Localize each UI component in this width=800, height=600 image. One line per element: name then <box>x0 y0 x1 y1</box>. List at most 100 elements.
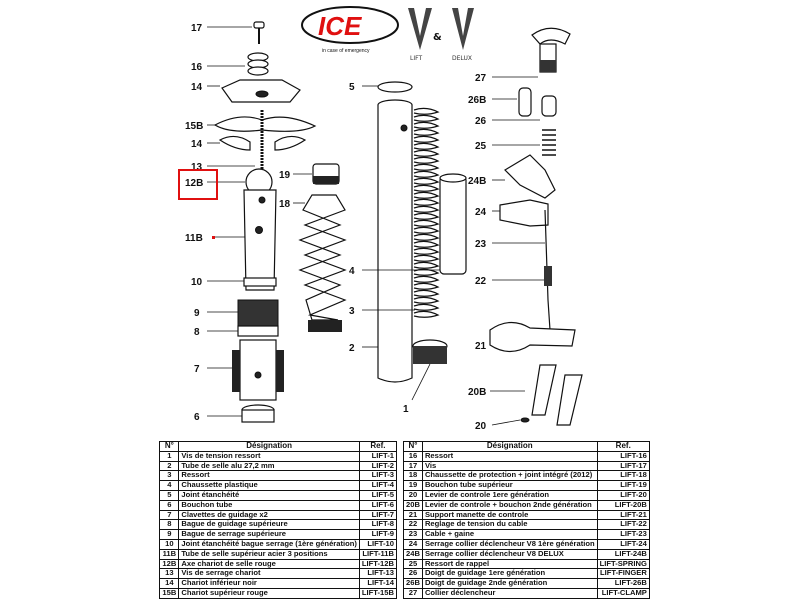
cell-ref: LIFT-2 <box>358 460 398 472</box>
cell-ref: LIFT-14 <box>358 578 398 589</box>
v8-lift-logo: LIFT <box>408 8 432 62</box>
spring-coil <box>413 226 440 234</box>
cell-no: 11B <box>159 548 180 560</box>
logo-tagline: in case of emergency <box>322 48 370 54</box>
cell-no: 7 <box>159 509 180 521</box>
callout-14: 14 <box>191 82 203 93</box>
cell-designation: Ressort <box>421 450 598 462</box>
spring-coil <box>413 310 440 318</box>
cell-ref: LIFT-19 <box>596 480 650 491</box>
cell-designation: Collier déclencheur <box>421 587 598 599</box>
cell-ref: LIFT-13 <box>358 568 398 580</box>
callout-25: 25 <box>475 141 487 152</box>
spring-coil <box>413 296 440 304</box>
cell-ref: LIFT-8 <box>358 519 398 531</box>
cell-designation: Axe chariot de selle rouge <box>178 558 360 570</box>
cell-no: 20B <box>403 499 423 511</box>
spring-coil <box>413 219 440 227</box>
cell-ref: LIFT-1 <box>358 450 398 462</box>
cell-no: 21 <box>403 509 423 521</box>
cell-no: 9 <box>159 529 180 540</box>
cell-designation: Chariot supérieur rouge <box>178 587 360 599</box>
cell-designation: Joint étanchéité bague serrage (1ère gén… <box>178 538 360 550</box>
cell-no: 2 <box>159 460 180 472</box>
spring-coil <box>413 135 440 143</box>
callout-21: 21 <box>475 341 487 352</box>
logo-delux: DELUX <box>452 55 472 62</box>
cell-ref: LIFT-24B <box>596 548 650 560</box>
cell-designation: Ressort de rappel <box>421 558 598 570</box>
cell-ref: LIFT-9 <box>358 529 398 540</box>
cell-ref: LIFT-3 <box>358 470 398 482</box>
cell-ref: LIFT-SPRING <box>596 558 650 570</box>
cell-designation: Ressort <box>178 470 360 482</box>
cell-no: 8 <box>159 519 180 531</box>
callout-4: 4 <box>349 266 355 277</box>
callout-26b: 26B <box>468 95 486 106</box>
callout-14-lower: 14 <box>191 139 203 150</box>
cell-designation: Support manette de controle <box>421 509 598 521</box>
cell-designation: Levier de controle + bouchon 2nde généra… <box>421 499 598 511</box>
callout-labels: 17 16 14 15B 14 13 12B 11B 10 9 8 7 6 19… <box>185 23 487 432</box>
cell-no: 20 <box>403 489 423 501</box>
callout-2: 2 <box>349 343 355 354</box>
cell-ref: LIFT-FINGER <box>596 568 650 580</box>
cell-designation: Clavettes de guidage x2 <box>178 509 360 521</box>
cell-ref: LIFT-20B <box>596 499 650 511</box>
v8-delux-logo: DELUX <box>452 8 474 62</box>
cell-ref: LIFT-23 <box>596 529 650 540</box>
cell-no: 12B <box>159 558 180 570</box>
cell-designation: Vis <box>421 460 598 472</box>
cell-designation: Vis de tension ressort <box>178 450 360 462</box>
callout-20: 20 <box>475 421 487 432</box>
callout-3: 3 <box>349 306 355 317</box>
cell-no: 26 <box>403 568 423 580</box>
cell-no: 25 <box>403 558 423 570</box>
callout-19: 19 <box>279 170 291 181</box>
spring-coil <box>413 233 440 241</box>
callout-16: 16 <box>191 62 203 73</box>
logo-brand: ICE <box>318 11 362 41</box>
cell-designation: Serrage collier déclencheur V8 DELUX <box>421 548 598 560</box>
cell-no: 5 <box>159 489 180 501</box>
cell-designation: Tube de selle supérieur acier 3 position… <box>178 548 360 560</box>
remote-lever-assembly <box>489 27 583 426</box>
callout-26: 26 <box>475 116 487 127</box>
spring-coil <box>413 205 440 213</box>
spring-coil <box>413 114 440 122</box>
callout-27: 27 <box>475 73 487 84</box>
spring-coil <box>413 275 440 283</box>
cell-designation: Reglage de tension du cable <box>421 519 598 531</box>
cell-no: 6 <box>159 499 180 511</box>
cell-ref: LIFT-7 <box>358 509 398 521</box>
cell-ref: LIFT-17 <box>596 460 650 472</box>
cell-no: 18 <box>403 470 423 482</box>
spring-coil <box>413 254 440 262</box>
spring-coil <box>413 128 440 136</box>
cell-no: 24B <box>403 548 423 560</box>
cell-ref: LIFT-10 <box>358 538 398 550</box>
cell-ref: LIFT-4 <box>358 480 398 491</box>
logo-ampersand: & <box>433 32 442 43</box>
callout-13: 13 <box>191 162 203 173</box>
header-no: N° <box>159 441 180 452</box>
cell-no: 23 <box>403 529 423 540</box>
spring-coil <box>413 177 440 185</box>
spring-coil <box>413 184 440 192</box>
